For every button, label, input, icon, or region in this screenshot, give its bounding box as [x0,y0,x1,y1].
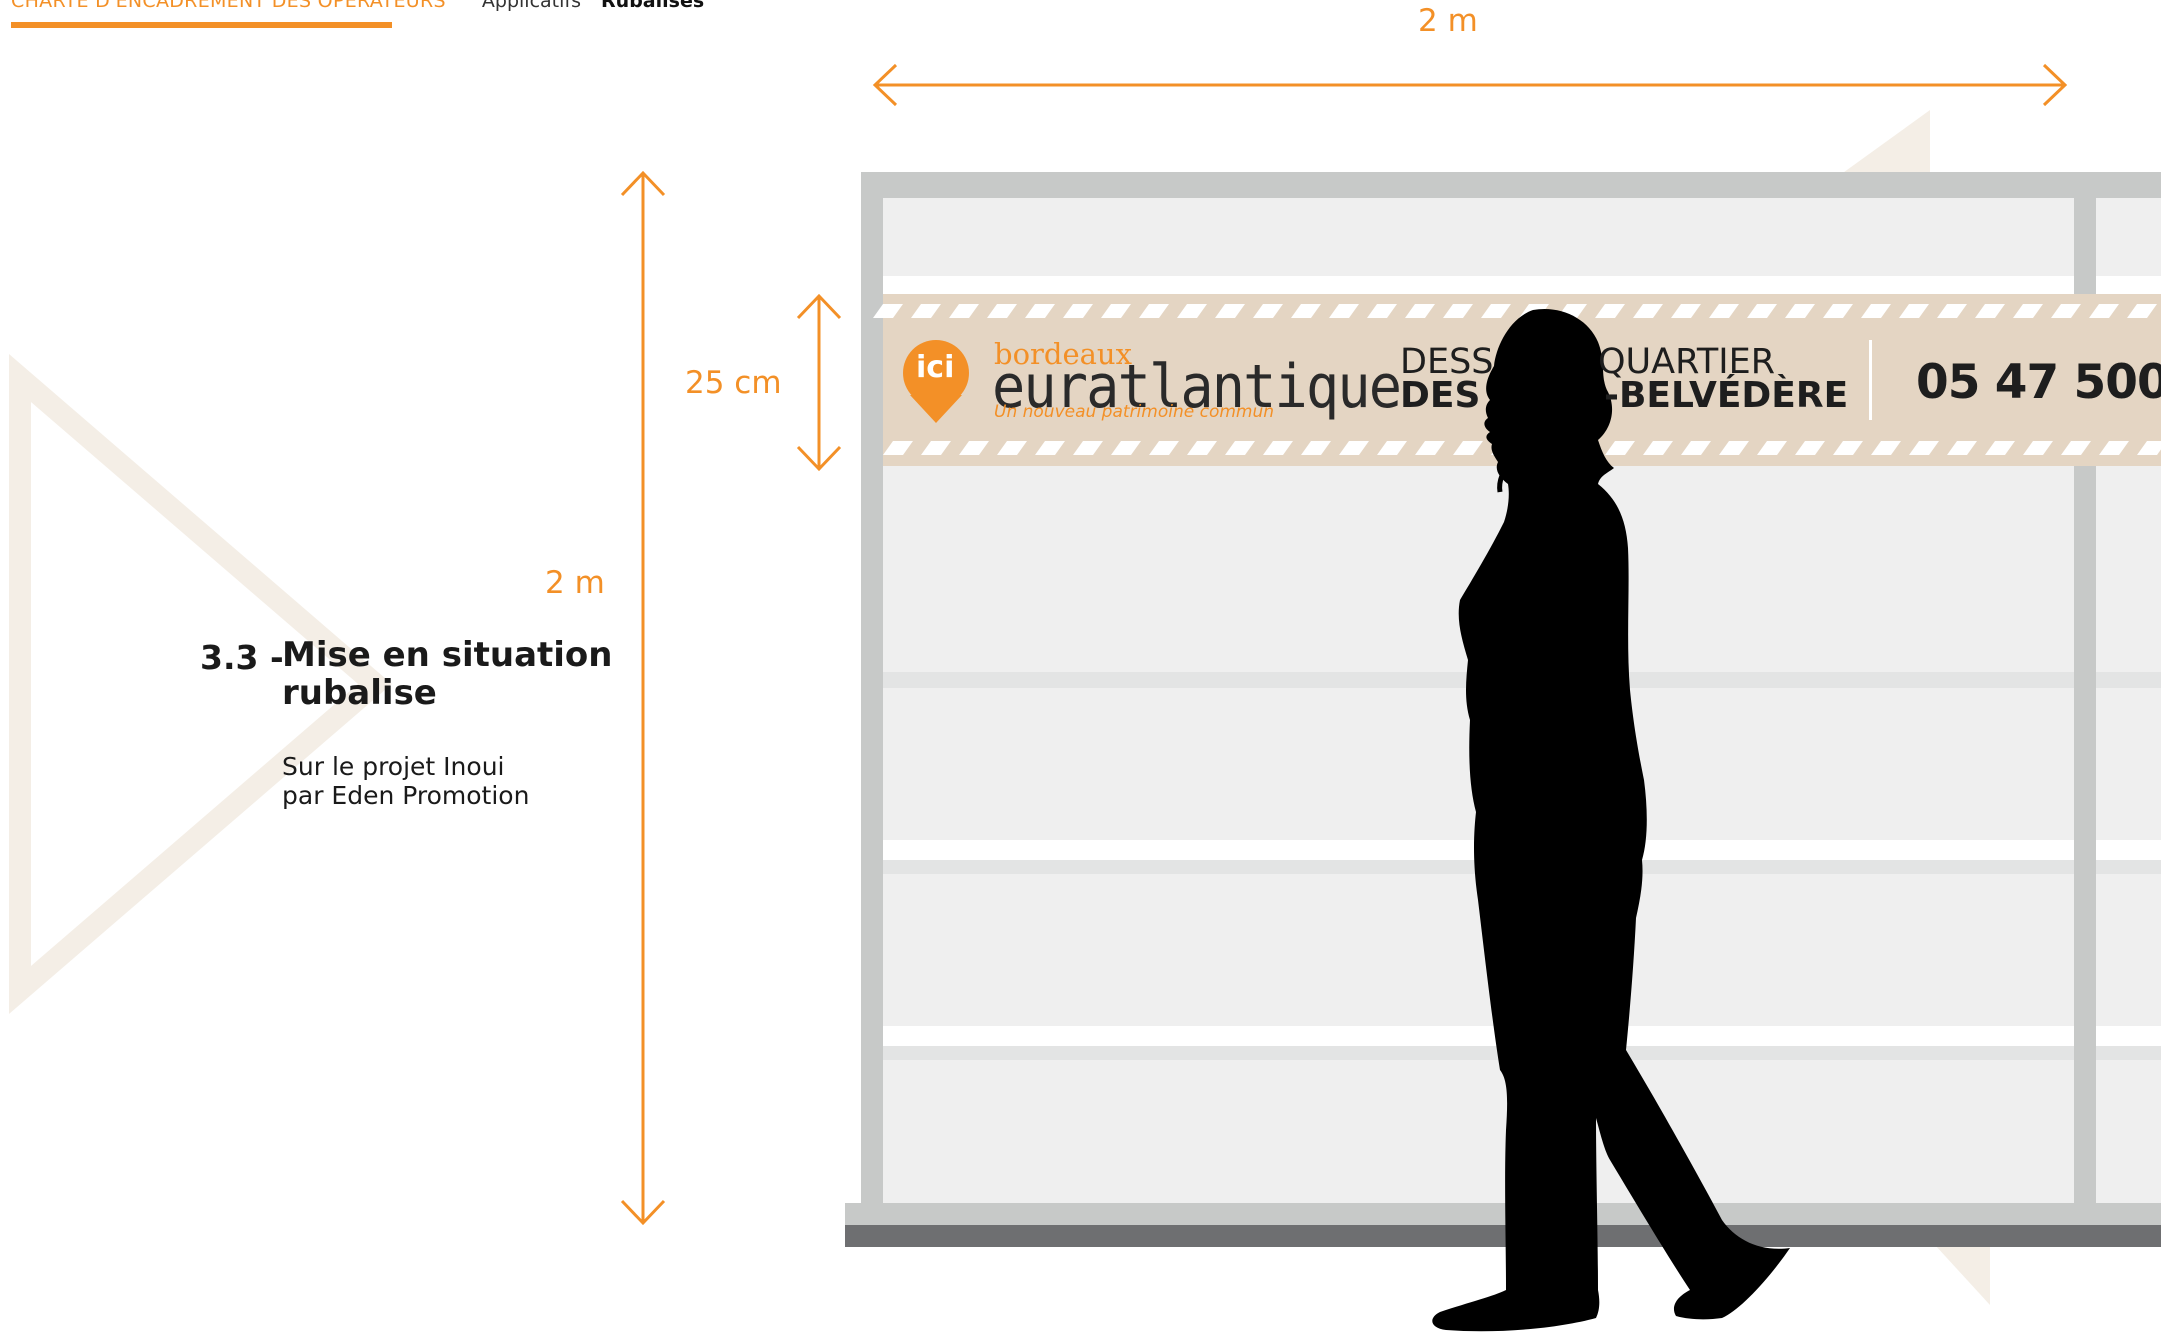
hazard-stripe [1681,441,1711,455]
hazard-stripe [2089,304,2119,318]
hazard-stripe [1671,304,1701,318]
section-title: Mise en situation rubalise [282,635,613,713]
breadcrumb-section[interactable]: CHARTE D'ENCADREMENT DES OPÉRATEURS [11,0,446,12]
hazard-stripe [1377,441,1407,455]
banner-line2-start: DES [1400,375,1481,416]
hazard-stripe [1757,441,1787,455]
hazard-stripe [1443,304,1473,318]
breadcrumb-underline [11,22,392,28]
hazard-stripe [1215,304,1245,318]
hazard-stripe [1947,441,1977,455]
hazard-stripe [1073,441,1103,455]
hazard-stripe [2051,304,2081,318]
hazard-stripe [1301,441,1331,455]
hazard-stripe [2127,304,2157,318]
hazard-stripe [1975,304,2005,318]
hair-strand [1497,460,1513,493]
hazard-stripe [1823,304,1853,318]
hazard-stripe [1263,441,1293,455]
hazard-stripe [1937,304,1967,318]
breadcrumb-page: Rubalises [601,0,705,12]
hazard-stripe [873,304,903,318]
hazard-stripe [1225,441,1255,455]
hazard-stripe [997,441,1027,455]
brand-small: bordeaux [994,337,1132,371]
hazard-stripe [1719,441,1749,455]
banner-line1-end: QUARTIER [1598,342,1776,382]
banner-line1-start: DESS [1400,342,1494,382]
subtitle-line-1: Sur le projet Inoui [282,752,505,781]
woman-silhouette [1432,308,1790,1332]
hazard-stripe [1101,304,1131,318]
decorative-triangle-topright [1840,110,1930,175]
subtitle-line-2: par Eden Promotion [282,781,530,810]
hazard-stripe [1861,304,1891,318]
hazard-stripe [1329,304,1359,318]
hazard-stripe [1415,441,1445,455]
hazard-stripe [1871,441,1901,455]
hazard-stripe [949,304,979,318]
hazard-stripes-top [873,304,2157,318]
hazard-stripe [1785,304,1815,318]
decorative-triangle-left [9,353,392,1015]
hazard-stripe [1633,304,1663,318]
hazard-stripe [1025,304,1055,318]
hazard-stripe [1187,441,1217,455]
hazard-stripe [1339,441,1369,455]
brand-tagline: Un nouveau patrimoine commun [994,402,1275,422]
banner-line2-end: -BELVÉDÈRE [1604,375,1849,416]
hazard-stripe [1253,304,1283,318]
hazard-stripe [2137,441,2161,455]
hazard-stripe [2061,441,2091,455]
hazard-stripe [1367,304,1397,318]
breadcrumb-category[interactable]: Applicatifs [481,0,581,12]
hazard-stripe [987,304,1017,318]
breadcrumb: CHARTE D'ENCADREMENT DES OPÉRATEURS Appl… [11,0,704,12]
hazard-stripe [1643,441,1673,455]
banner-height-arrow [796,293,842,472]
ici-logo-text: ici [916,350,955,385]
banner-height-label: 25 cm [685,365,782,401]
brand-main: euratlantique [992,352,1402,422]
hazard-stripe [1833,441,1863,455]
hazard-stripe [1795,441,1825,455]
hazard-stripe [1481,304,1511,318]
hazard-stripe [2099,441,2129,455]
decorative-triangle-bottomright [1935,1245,1990,1305]
hazard-stripe [1605,441,1635,455]
hazard-stripe [1453,441,1483,455]
hazard-stripe [2023,441,2053,455]
hazard-stripe [1985,441,2015,455]
hazard-stripe [1177,304,1207,318]
height-arrow [620,170,666,1226]
hazard-stripe [1899,304,1929,318]
hazard-stripe [883,441,913,455]
hazard-stripe [1909,441,1939,455]
hazard-stripe [1149,441,1179,455]
hazard-stripe [1405,304,1435,318]
hazard-stripe [1291,304,1321,318]
hazard-stripe [959,441,989,455]
section-number: 3.3 - [200,638,284,677]
hazard-stripe [1035,441,1065,455]
hazard-stripe [1709,304,1739,318]
hazard-stripes-bottom [883,441,2161,455]
hazard-stripe [1139,304,1169,318]
banner-phone: 05 47 500 9 [1916,355,2161,410]
width-dimension-label: 2 m [1418,3,1478,39]
width-arrow [872,63,2068,107]
hazard-stripe [1063,304,1093,318]
height-dimension-label: 2 m [545,565,605,601]
hazard-stripe [1747,304,1777,318]
hazard-stripe [1595,304,1625,318]
hazard-stripe [921,441,951,455]
hazard-stripe [1111,441,1141,455]
ici-logo-icon [903,340,969,423]
hazard-stripe [2013,304,2043,318]
hazard-stripe [911,304,941,318]
section-subtitle: Sur le projet Inoui par Eden Promotion [282,752,682,810]
